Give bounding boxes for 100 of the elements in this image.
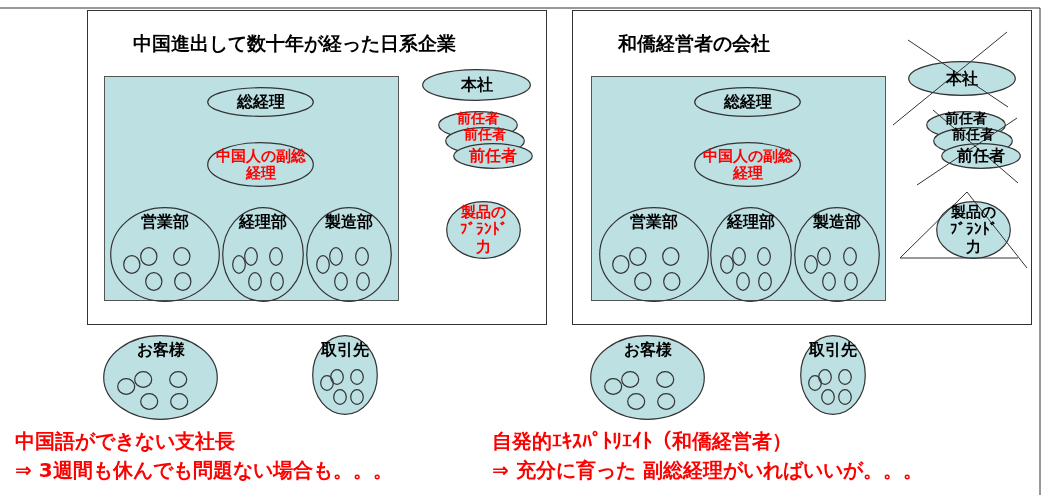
- person-circle: [612, 254, 630, 274]
- node-label: 中国人の副総経理: [215, 147, 306, 182]
- person-circle: [123, 254, 141, 274]
- department-panel: [591, 76, 886, 301]
- group-circle: [306, 207, 392, 302]
- group-circle: [794, 207, 880, 302]
- group-circle: [599, 207, 709, 302]
- group-circle: [110, 207, 220, 302]
- person-circle: [248, 271, 263, 291]
- group-circle: [103, 335, 218, 420]
- company-title: 中国進出して数十年が経った日系企業: [133, 33, 456, 55]
- person-circle: [662, 271, 681, 291]
- node-label: 営業部: [629, 213, 679, 232]
- node-label: 製品のﾌﾞﾗﾝﾄﾞ力: [948, 204, 999, 256]
- person-circle: [268, 246, 283, 266]
- person-circle: [843, 271, 858, 291]
- person-circle: [333, 271, 348, 291]
- company-frame: [87, 10, 547, 325]
- person-circle: [719, 254, 734, 274]
- role-ellipse: [422, 69, 531, 101]
- person-circle: [807, 375, 822, 391]
- person-circle: [355, 271, 370, 291]
- role-ellipse: [936, 201, 1011, 259]
- node-label: 前任者: [951, 126, 995, 143]
- person-circle: [661, 246, 680, 266]
- note-text: ⇒ 3週間も休んでも問題ない場合も。。。: [15, 457, 393, 484]
- person-circle: [804, 254, 819, 274]
- note-text: 中国語ができない支社長: [15, 428, 235, 455]
- person-circle: [843, 246, 857, 266]
- person-circle: [821, 389, 836, 406]
- node-label: 前任者: [463, 126, 507, 143]
- note-text: ⇒ 充分に育った 副総経理がいればいいが。。。: [492, 457, 923, 484]
- person-circle: [817, 368, 832, 385]
- person-circle: [634, 271, 652, 291]
- node-label: 営業部: [140, 213, 190, 232]
- person-circle: [355, 246, 369, 266]
- person-circle: [626, 392, 646, 410]
- group-circle: [590, 335, 705, 420]
- role-ellipse: [694, 142, 801, 187]
- note-text: 自発的ｴｷｽﾊﾟﾄﾘｴｲﾄ（和僑経営者）: [492, 428, 792, 455]
- node-label: 製造部: [324, 213, 374, 232]
- person-circle: [817, 246, 832, 266]
- node-label: 本社: [945, 69, 979, 88]
- node-label: 取引先: [320, 341, 370, 360]
- person-circle: [116, 377, 136, 395]
- node-label: 総経理: [722, 92, 773, 112]
- person-circle: [139, 246, 158, 266]
- person-circle: [244, 246, 259, 266]
- person-circle: [319, 375, 334, 391]
- node-label: 製造部: [812, 213, 862, 232]
- node-label: 本社: [459, 75, 494, 95]
- person-circle: [821, 271, 836, 291]
- person-circle: [603, 377, 623, 395]
- node-label: 製品のﾌﾞﾗﾝﾄﾞ力: [458, 204, 509, 256]
- node-label: 前任者: [956, 146, 1006, 166]
- role-ellipse: [207, 142, 314, 187]
- person-circle: [173, 271, 192, 291]
- company-title: 和僑経営者の会社: [618, 33, 770, 55]
- person-circle: [333, 389, 348, 406]
- person-circle: [349, 368, 364, 385]
- person-circle: [169, 392, 189, 410]
- person-circle: [732, 246, 747, 266]
- role-ellipse: [453, 143, 533, 169]
- role-ellipse: [446, 201, 521, 259]
- person-circle: [621, 370, 640, 388]
- node-label: 中国人の副総経理: [702, 147, 793, 182]
- node-label: お客様: [622, 341, 673, 360]
- person-circle: [757, 271, 772, 291]
- role-ellipse: [694, 87, 801, 117]
- person-circle: [838, 389, 853, 406]
- person-circle: [231, 254, 246, 274]
- person-circle: [837, 368, 852, 385]
- company-frame: [572, 10, 1032, 325]
- node-label: お客様: [135, 341, 186, 360]
- person-circle: [172, 246, 191, 266]
- person-circle: [329, 368, 344, 385]
- person-circle: [134, 370, 153, 388]
- person-circle: [655, 370, 674, 388]
- role-ellipse: [941, 143, 1021, 169]
- node-label: 経理部: [237, 213, 288, 232]
- person-circle: [168, 370, 187, 388]
- department-panel: [104, 76, 399, 301]
- group-circle: [710, 207, 792, 302]
- person-circle: [139, 392, 159, 410]
- node-label: 前任者: [468, 146, 518, 166]
- group-circle: [800, 335, 866, 415]
- group-circle: [312, 335, 378, 415]
- group-circle: [222, 207, 304, 302]
- node-label: 前任者: [944, 110, 988, 127]
- person-circle: [628, 246, 647, 266]
- person-circle: [350, 389, 365, 406]
- role-ellipse: [908, 61, 1016, 96]
- person-circle: [316, 254, 331, 274]
- person-circle: [145, 271, 163, 291]
- person-circle: [269, 271, 284, 291]
- node-label: 取引先: [808, 341, 858, 360]
- person-circle: [756, 246, 771, 266]
- node-label: 前任者: [456, 110, 500, 127]
- person-circle: [329, 246, 344, 266]
- node-label: 経理部: [725, 213, 776, 232]
